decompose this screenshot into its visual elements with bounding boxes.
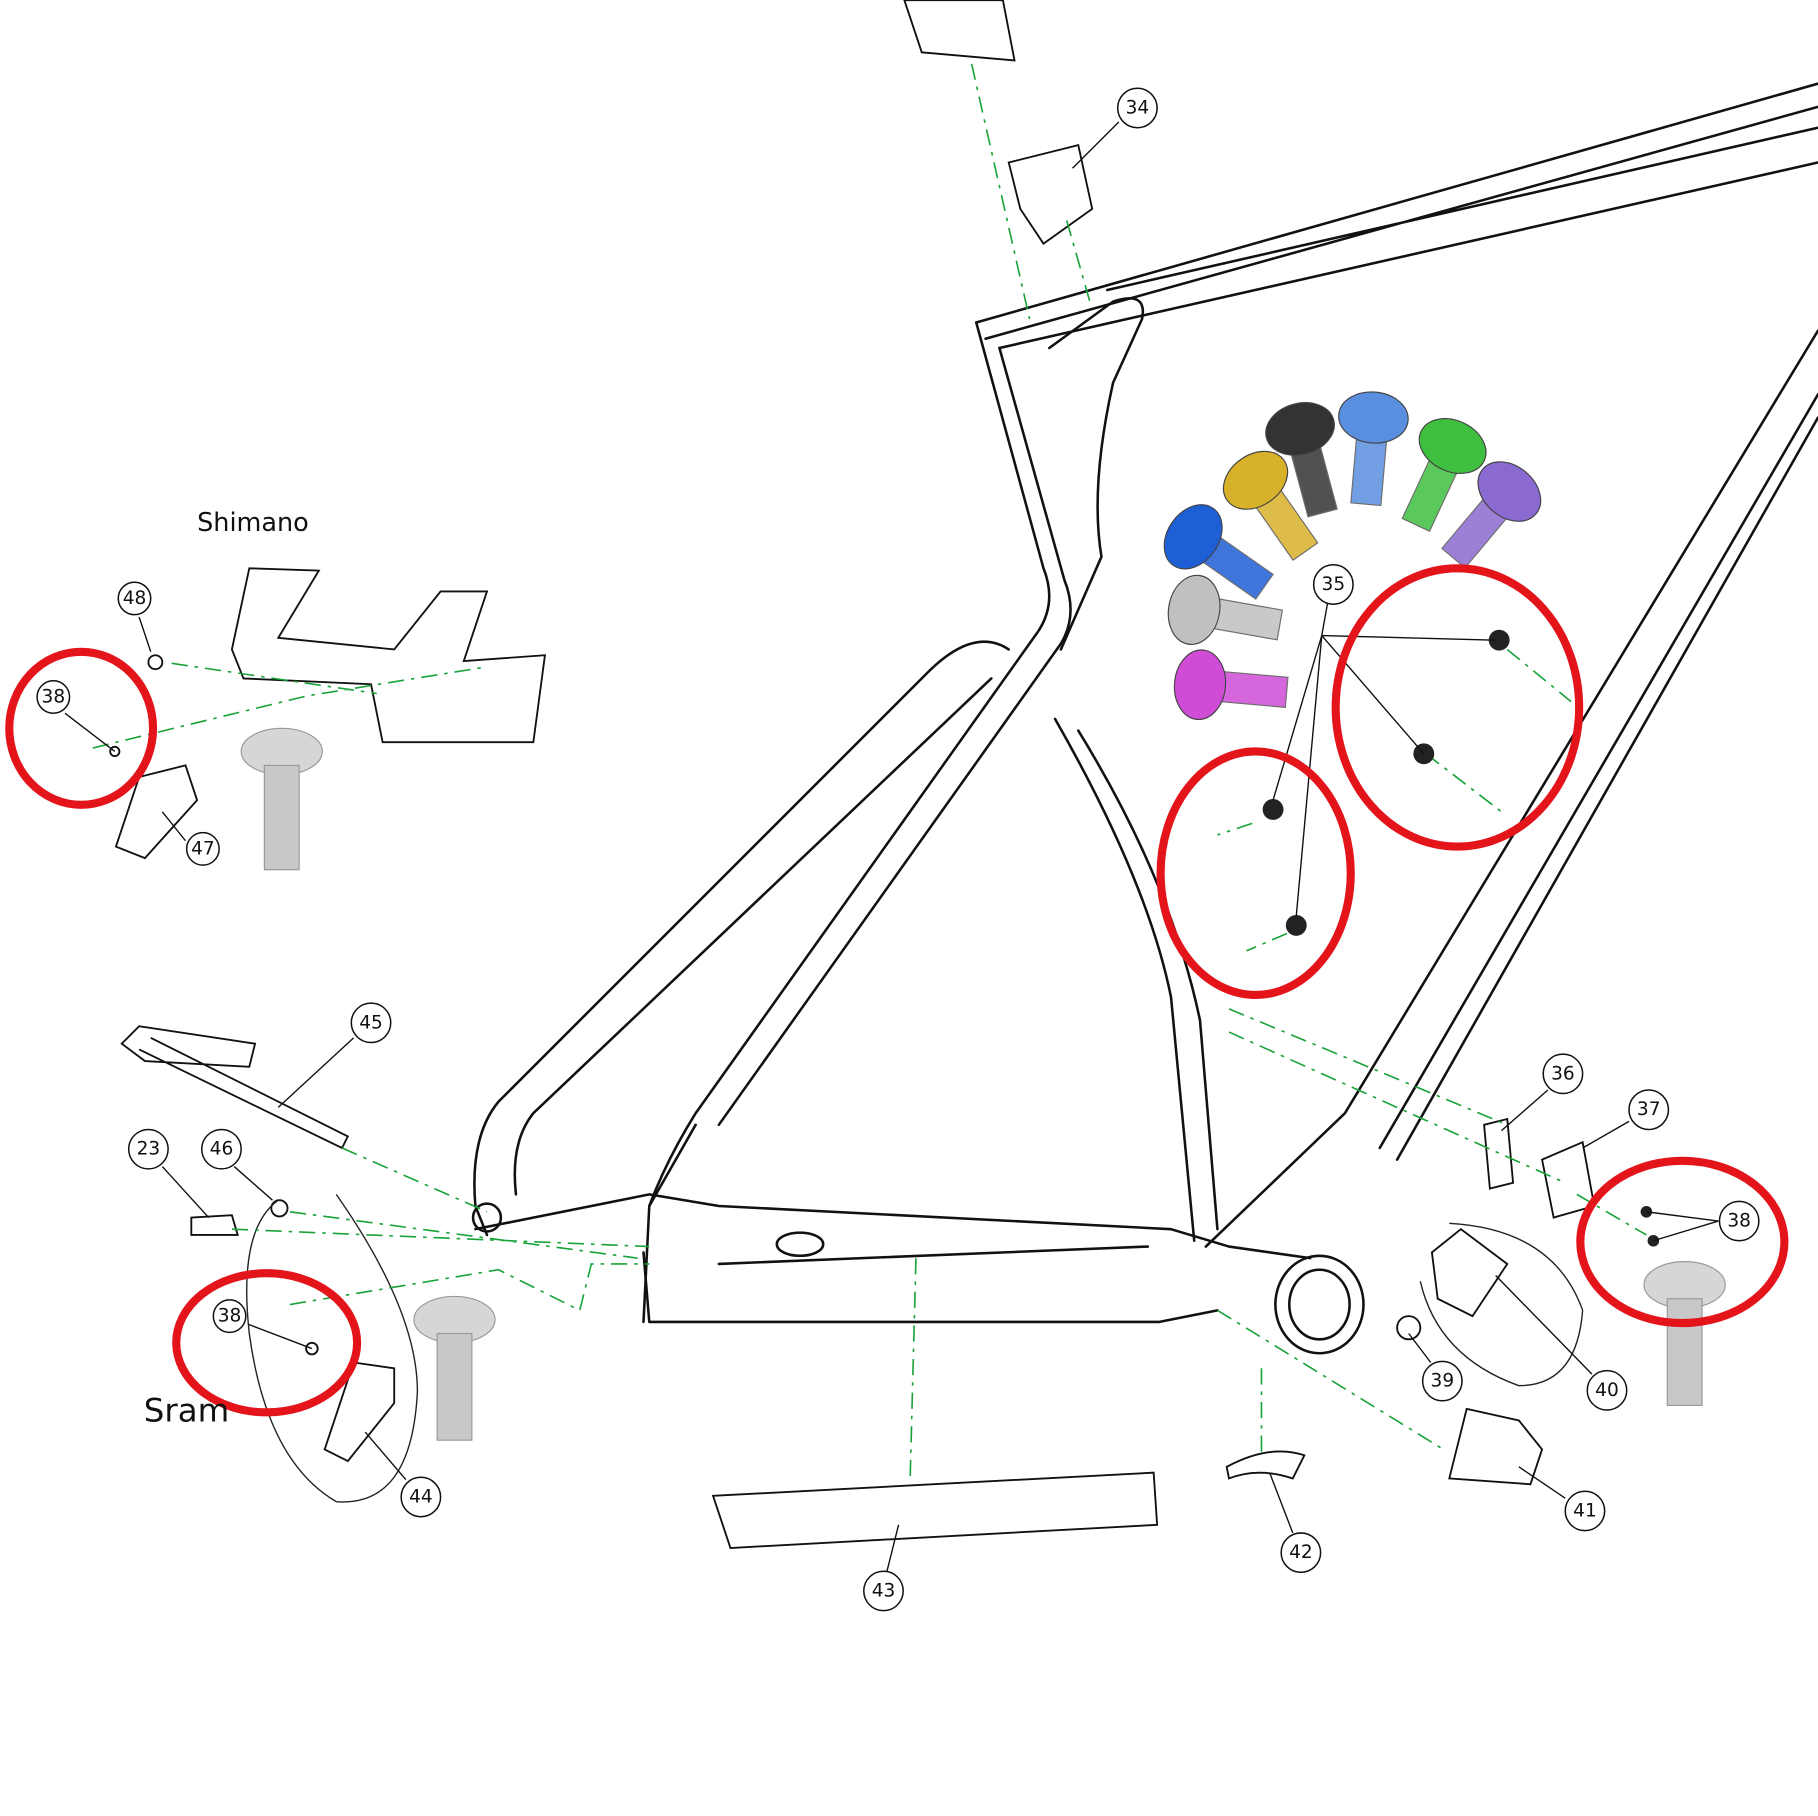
bolt-icon — [1265, 402, 1338, 518]
callout-number: 40 — [1595, 1380, 1619, 1401]
callout-number: 23 — [137, 1139, 161, 1160]
callout-circle — [1542, 1053, 1584, 1095]
callout-circle — [185, 831, 220, 866]
bolt-icon — [1167, 574, 1284, 645]
callout-number: 45 — [359, 1012, 383, 1033]
callout-47: 47 — [185, 831, 220, 866]
assembly-guides — [92, 63, 1647, 1479]
leader-lines — [64, 121, 1719, 1572]
callout-number: 43 — [872, 1580, 896, 1601]
highlight-ring — [1331, 564, 1584, 851]
callout-circle — [350, 1002, 392, 1044]
callout-23: 23 — [127, 1128, 169, 1170]
callout-number: 35 — [1322, 574, 1346, 595]
callout-43: 43 — [863, 1570, 904, 1612]
callout-number: 34 — [1126, 97, 1150, 118]
bolt-icon — [1401, 418, 1487, 532]
callout-46: 46 — [200, 1128, 242, 1170]
highlight-ring — [1576, 1156, 1789, 1328]
callout-number: 42 — [1289, 1542, 1313, 1563]
callout-circle — [200, 1128, 242, 1170]
bolt-icon — [1338, 391, 1409, 507]
colored-bolts-photo — [1163, 391, 1542, 721]
bolt-icon — [1222, 450, 1319, 561]
silver-bolt-right — [1643, 1261, 1726, 1406]
callout-circle — [1564, 1490, 1606, 1532]
small-bolts — [109, 629, 1660, 1356]
callout-number: 39 — [1431, 1371, 1455, 1392]
callout-number: 38 — [1727, 1211, 1751, 1232]
callout-44: 44 — [400, 1476, 442, 1518]
callout-circle — [1280, 1532, 1322, 1574]
bolt-icon — [1173, 649, 1289, 721]
callout-number: 48 — [123, 588, 147, 609]
callout-number: 38 — [42, 686, 66, 707]
highlight-ring — [172, 1269, 362, 1417]
callout-42: 42 — [1280, 1532, 1322, 1574]
callout-circle — [1586, 1369, 1628, 1411]
callout-38b: 38 — [212, 1299, 247, 1334]
highlight-ring — [5, 647, 158, 809]
callout-circle — [400, 1476, 442, 1518]
silver-bolt-left — [240, 727, 323, 871]
highlight-rings — [5, 564, 1789, 1417]
callout-labels: 34 35 36 37 38 38 38 39 40 41 42 43 44 45 46 47 48 23 — [36, 87, 1760, 1612]
callout-45: 45 — [350, 1002, 392, 1044]
callout-circle — [212, 1299, 247, 1334]
loose-parts — [114, 0, 1596, 1549]
callout-circle — [1421, 1360, 1463, 1402]
callout-38a: 38 — [36, 679, 71, 714]
callout-number: 44 — [409, 1486, 433, 1507]
bolt-icon — [1441, 461, 1542, 569]
callout-39: 39 — [1421, 1360, 1463, 1402]
callout-circle — [36, 679, 71, 714]
callout-circle — [1628, 1089, 1670, 1131]
callout-circle — [127, 1128, 169, 1170]
callout-38c: 38 — [1718, 1200, 1760, 1242]
callout-48: 48 — [117, 581, 152, 616]
callout-34: 34 — [1116, 87, 1158, 129]
shimano-label: Shimano — [197, 508, 309, 538]
callout-36: 36 — [1542, 1053, 1584, 1095]
callout-circle — [117, 581, 152, 616]
callout-number: 37 — [1637, 1099, 1661, 1120]
callout-circle — [1312, 564, 1354, 605]
silver-bolt-sram — [413, 1295, 496, 1441]
callout-number: 38 — [218, 1306, 242, 1327]
callout-35: 35 — [1312, 564, 1354, 605]
callout-37: 37 — [1628, 1089, 1670, 1131]
callout-number: 47 — [191, 838, 215, 859]
callout-circle — [863, 1570, 904, 1612]
sram-label: Sram — [144, 1392, 229, 1430]
callout-number: 41 — [1573, 1500, 1597, 1521]
highlight-ring — [1156, 747, 1355, 1000]
callout-circle — [1718, 1200, 1760, 1242]
callout-circle — [1116, 87, 1158, 129]
callout-41: 41 — [1564, 1490, 1606, 1532]
bike-frame — [471, 82, 1818, 1355]
callout-40: 40 — [1586, 1369, 1628, 1411]
bolt-icon — [1163, 504, 1274, 600]
callout-number: 46 — [210, 1139, 234, 1160]
callout-number: 36 — [1551, 1063, 1575, 1084]
